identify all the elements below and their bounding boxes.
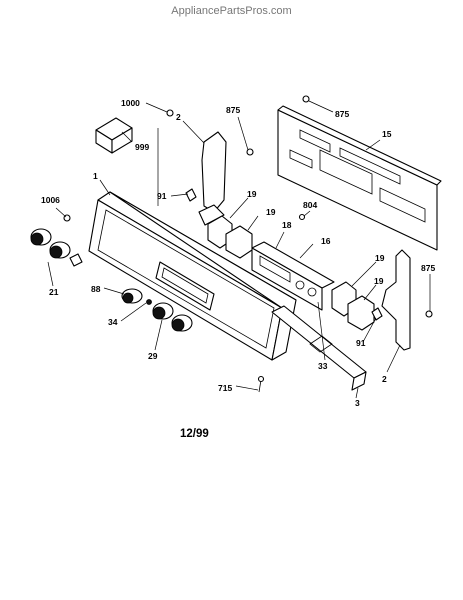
knob-left-2[interactable] (49, 241, 71, 259)
label-91-a: 91 (157, 191, 167, 201)
label-3: 3 (355, 398, 360, 408)
label-29: 29 (148, 351, 158, 361)
screw-804[interactable] (298, 213, 306, 221)
part-labels: 1000 875 875 2 15 999 1 91 19 1006 804 1… (41, 98, 435, 408)
lower-trim-strip[interactable] (271, 305, 367, 391)
label-34: 34 (108, 317, 118, 327)
screw-1000[interactable] (166, 109, 174, 117)
control-panel[interactable] (88, 191, 297, 361)
label-33: 33 (318, 361, 328, 371)
screw-34[interactable] (146, 299, 152, 305)
label-875-b: 875 (335, 109, 349, 119)
watermark: AppliancePartsPros.com (171, 5, 292, 17)
knob-29-a[interactable] (152, 302, 174, 320)
clip-91-left[interactable] (185, 188, 197, 202)
knob-29-b[interactable] (171, 314, 193, 332)
label-88: 88 (91, 284, 101, 294)
knob-88[interactable] (121, 288, 143, 304)
screw-875-top[interactable] (302, 95, 310, 103)
screw-875-right[interactable] (425, 310, 433, 318)
label-19-b: 19 (266, 207, 276, 217)
label-1006: 1006 (41, 195, 60, 205)
label-19-a: 19 (247, 189, 257, 199)
switch-left-2[interactable] (225, 225, 253, 259)
label-16: 16 (321, 236, 331, 246)
screw-715[interactable] (257, 375, 265, 393)
knob-left-3[interactable] (69, 253, 83, 267)
label-875-c: 875 (421, 263, 435, 273)
right-end-bracket[interactable] (381, 249, 411, 351)
insulation-block[interactable] (95, 117, 133, 154)
label-19-c: 19 (375, 253, 385, 263)
revision-date: 12/99 (180, 428, 209, 440)
label-875-a: 875 (226, 105, 240, 115)
label-999: 999 (135, 142, 149, 152)
label-19-d: 19 (374, 276, 384, 286)
knob-left-1[interactable] (30, 228, 52, 246)
label-1000: 1000 (121, 98, 140, 108)
left-end-bracket[interactable] (198, 131, 227, 226)
leader-lines (47, 100, 431, 399)
label-21: 21 (49, 287, 59, 297)
label-15: 15 (382, 129, 392, 139)
label-1: 1 (93, 171, 98, 181)
label-804: 804 (303, 200, 317, 210)
clock-timer-module[interactable] (251, 241, 335, 311)
label-2-b: 2 (382, 374, 387, 384)
rear-bracket-panel[interactable] (277, 105, 442, 251)
label-2-a: 2 (176, 112, 181, 122)
screw-875-left[interactable] (246, 148, 254, 156)
label-18: 18 (282, 220, 292, 230)
label-715: 715 (218, 383, 232, 393)
label-91-b: 91 (356, 338, 366, 348)
clip-91-right[interactable] (371, 307, 383, 321)
